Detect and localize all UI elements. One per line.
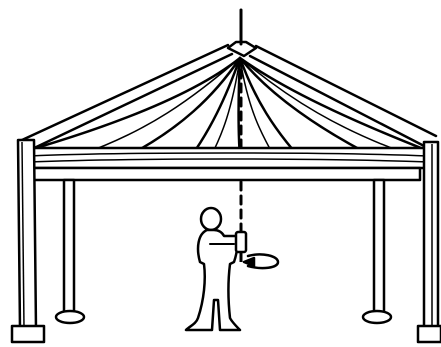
frame-leg-right — [418, 142, 441, 342]
crank-handle — [236, 232, 246, 262]
tent-frame — [24, 148, 432, 180]
person — [186, 208, 240, 330]
rotation-arrow — [244, 254, 278, 268]
frame-leg-back-left — [56, 180, 84, 323]
tent-roof — [22, 42, 436, 160]
frame-leg-back-right — [363, 180, 391, 323]
